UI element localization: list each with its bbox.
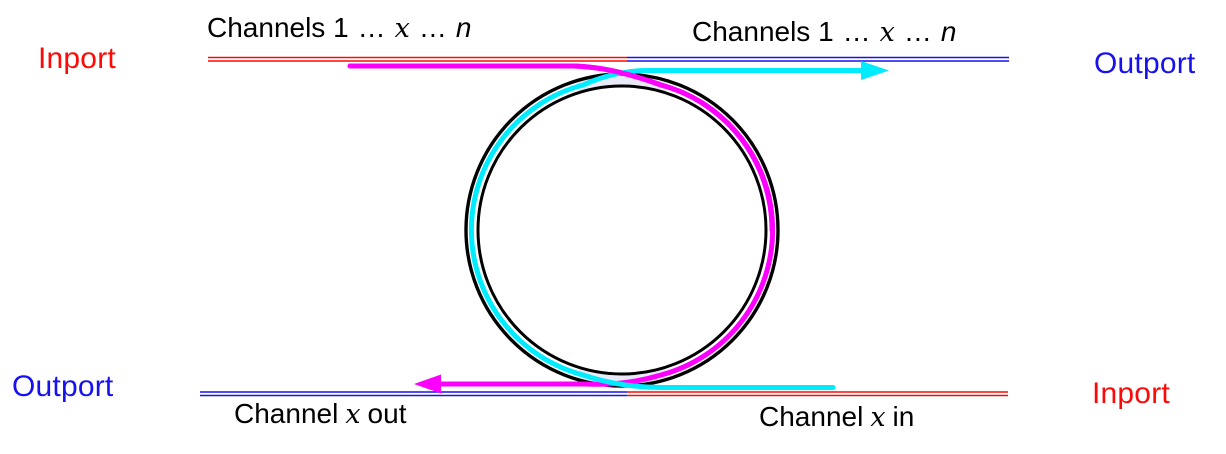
math-x: x — [345, 399, 361, 430]
ellipsis: … — [842, 16, 871, 47]
channel-prefix: Channel — [234, 398, 339, 429]
math-n: n — [940, 16, 957, 47]
top-bus-red-segment — [208, 56, 627, 62]
math-x: x — [879, 17, 895, 48]
math-n: n — [455, 12, 472, 43]
bottom-bus-blue-segment — [200, 391, 627, 397]
ellipsis: … — [418, 12, 447, 43]
ellipsis: … — [903, 16, 932, 47]
magenta-light-path-overlay — [347, 63, 775, 233]
magenta-arrowhead-icon — [414, 374, 441, 394]
ring-outer-circle — [464, 72, 780, 388]
channels-label-top-left: Channels 1 … x … n — [207, 12, 472, 44]
channels-prefix: Channels 1 — [207, 12, 349, 43]
bottom-bus-red-segment — [627, 391, 1008, 397]
channel-suffix: in — [892, 401, 915, 432]
channel-x-in-label: Channel x in — [759, 401, 915, 433]
ellipsis: … — [357, 12, 386, 43]
math-x: x — [870, 402, 886, 433]
channel-prefix: Channel — [759, 401, 864, 432]
ring-inner-circle — [476, 84, 768, 376]
cyan-light-path — [468, 68, 864, 390]
top-bus-blue-segment — [627, 56, 1009, 62]
channels-prefix: Channels 1 — [692, 16, 834, 47]
channel-suffix: out — [367, 398, 407, 429]
channels-label-top-right: Channels 1 … x … n — [692, 16, 957, 48]
port-label-bottom-left-outport: Outport — [12, 370, 114, 403]
cyan-arrowhead-icon — [861, 61, 889, 80]
math-x: x — [394, 13, 410, 44]
port-label-top-right-outport: Outport — [1094, 47, 1196, 80]
port-label-bottom-right-inport: Inport — [1092, 377, 1170, 410]
channel-x-out-label: Channel x out — [234, 398, 407, 430]
port-label-top-left-inport: Inport — [38, 42, 116, 75]
